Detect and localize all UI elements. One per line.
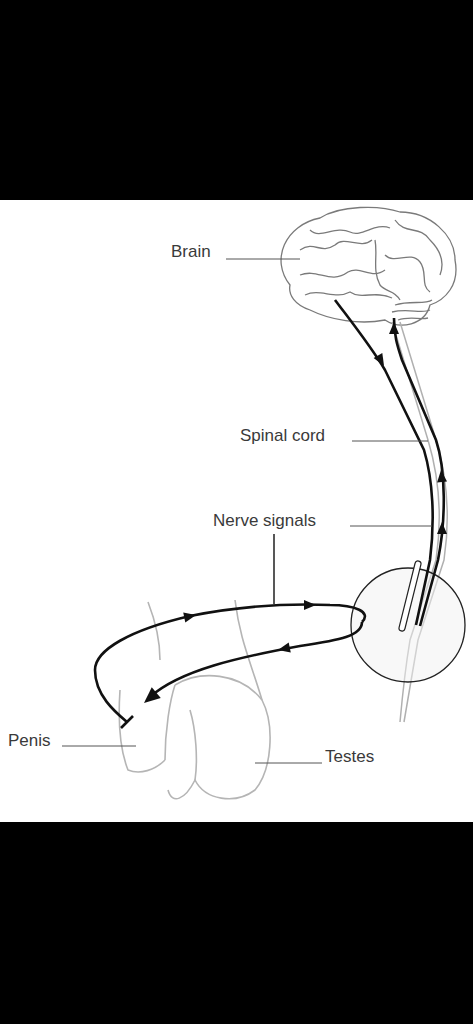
part-label: Brain bbox=[171, 242, 211, 262]
arrowhead bbox=[277, 643, 291, 655]
body-outline bbox=[235, 600, 262, 700]
arrowhead bbox=[183, 610, 197, 622]
part-label: Nerve signals bbox=[213, 511, 316, 531]
brain-outline bbox=[281, 207, 456, 325]
arrowhead bbox=[436, 470, 447, 483]
brain-gyrus bbox=[310, 227, 390, 234]
part-label: Spinal cord bbox=[240, 426, 325, 446]
ascending-nerve-path bbox=[394, 318, 444, 626]
nerve-pathways bbox=[95, 300, 444, 728]
leader-line bbox=[273, 534, 274, 604]
leader-line bbox=[255, 763, 322, 764]
arrowheads bbox=[140, 322, 448, 708]
part-label: Penis bbox=[8, 731, 51, 751]
penis-outline bbox=[148, 602, 160, 660]
arrowhead bbox=[389, 322, 399, 334]
brain-gyrus bbox=[395, 220, 442, 275]
brain-gyrus bbox=[300, 270, 385, 277]
leader-lines bbox=[62, 259, 432, 763]
cerebellum bbox=[392, 300, 432, 320]
nerve-end-bar bbox=[121, 716, 133, 728]
leader-line bbox=[352, 441, 428, 442]
afferent-nerve-path bbox=[95, 605, 365, 722]
brain-drawing bbox=[281, 207, 456, 325]
brain-gyrus bbox=[385, 255, 430, 292]
arrowhead bbox=[304, 600, 316, 610]
arrowhead bbox=[374, 353, 389, 368]
penis-outline bbox=[119, 690, 165, 772]
arrowhead bbox=[140, 687, 161, 708]
penis-outline bbox=[165, 685, 175, 760]
arrowhead bbox=[437, 522, 447, 534]
leader-line bbox=[350, 526, 432, 527]
testes-outline bbox=[190, 710, 196, 780]
white-panel bbox=[0, 200, 473, 822]
leader-line bbox=[226, 259, 300, 260]
brain-sulcus bbox=[375, 240, 400, 300]
part-label: Testes bbox=[325, 747, 374, 767]
brain-gyrus bbox=[305, 292, 392, 298]
leader-line bbox=[62, 746, 136, 747]
descending-nerve-path bbox=[335, 300, 433, 625]
brain-gyrus bbox=[300, 240, 372, 250]
spinal-segment-circle bbox=[351, 568, 465, 682]
efferent-nerve-path bbox=[150, 622, 362, 697]
testes-outline bbox=[168, 676, 270, 799]
